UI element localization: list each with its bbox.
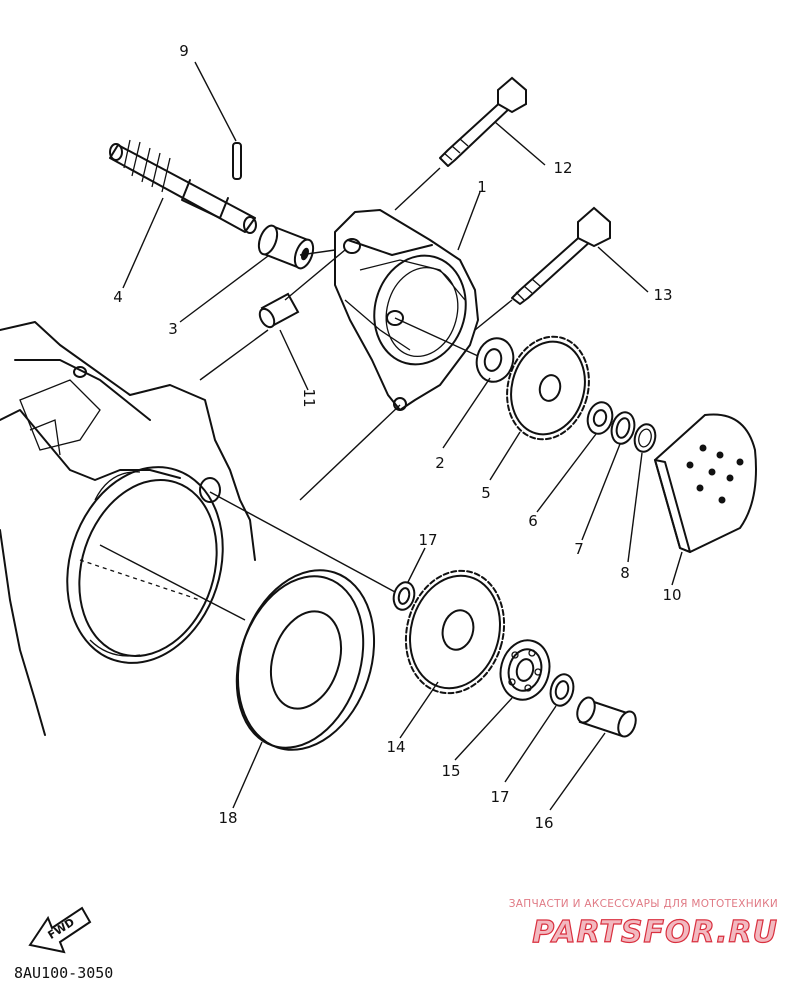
crankcase-part <box>0 321 256 736</box>
oil-seal-part <box>475 337 515 383</box>
callout-15: 15 <box>441 762 460 780</box>
watermark-brand: PARTSFOR.RU <box>532 915 778 950</box>
housing-cover-part <box>334 209 479 411</box>
callout-1: 1 <box>477 178 487 196</box>
callout-17-upper: 17 <box>418 531 437 549</box>
washer-6-part <box>586 401 614 435</box>
callout-7: 7 <box>574 540 584 558</box>
worm-shaft-part <box>109 139 257 234</box>
callout-13: 13 <box>653 286 672 304</box>
diagram-code: 8AU100-3050 <box>14 964 113 982</box>
callout-18: 18 <box>218 809 237 827</box>
callout-17-lower: 17 <box>490 788 509 806</box>
callout-10: 10 <box>662 586 681 604</box>
callout-11: 11 <box>300 388 318 407</box>
gear-part <box>404 569 506 695</box>
washer-17-upper-part <box>392 581 416 611</box>
watermark-tagline: ЗАПЧАСТИ И АКСЕССУАРЫ ДЛЯ МОТОТЕХНИКИ <box>509 898 778 910</box>
cover-plate-part <box>653 413 757 554</box>
collar-part <box>257 224 315 270</box>
watermark: ЗАПЧАСТИ И АКСЕССУАРЫ ДЛЯ МОТОТЕХНИКИ PA… <box>509 898 778 951</box>
bolt-12-part <box>439 76 527 167</box>
callout-8: 8 <box>620 564 630 582</box>
callout-labels: 9 12 1 13 4 3 11 2 5 6 7 8 10 17 14 15 1… <box>113 42 681 832</box>
callout-6: 6 <box>528 512 538 530</box>
callout-5: 5 <box>481 484 491 502</box>
callout-9: 9 <box>179 42 189 60</box>
sprocket-part <box>506 335 590 441</box>
bolt-13-part <box>511 206 611 305</box>
assembly-lines <box>99 167 513 621</box>
callout-2: 2 <box>435 454 445 472</box>
callout-leaders <box>122 61 683 811</box>
washer-17-lower-part <box>549 673 575 707</box>
washer-7-part <box>610 411 636 445</box>
callout-14: 14 <box>386 738 405 756</box>
callout-12: 12 <box>553 159 572 177</box>
large-seal-part <box>235 569 376 751</box>
fwd-arrow: FWD <box>28 906 92 954</box>
pin-part <box>232 142 242 180</box>
dowel-part <box>258 292 300 329</box>
callout-16: 16 <box>534 814 553 832</box>
bearing-part <box>499 639 551 701</box>
sleeve-part <box>576 696 637 738</box>
callout-4: 4 <box>113 288 123 306</box>
callout-3: 3 <box>168 320 178 338</box>
circlip-8-part <box>633 423 657 453</box>
